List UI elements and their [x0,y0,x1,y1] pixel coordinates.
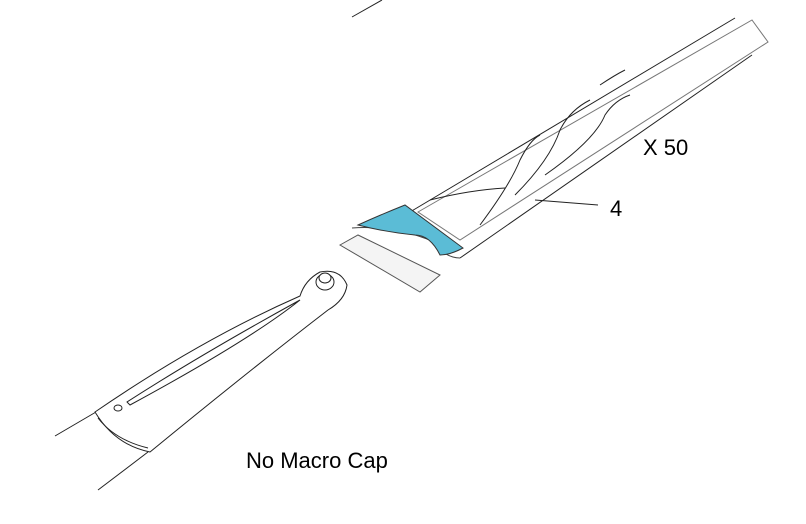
handpiece-hole [113,404,123,412]
sleeve-bottom-edge [459,54,753,259]
guide-line [97,451,149,491]
wrinkle [479,134,541,226]
blue-peel-tab [356,204,464,256]
handpiece [54,270,348,491]
caption-label: No Macro Cap [246,448,388,473]
part-number-label: 4 [610,196,623,221]
sleeve-top-edge [404,17,736,216]
sleeve [338,17,769,293]
wrinkle [429,187,506,201]
handpiece-band [97,417,149,449]
leader-line [534,199,599,206]
sleeve-inner-strip [417,19,769,241]
quantity-label: X 50 [643,135,689,160]
handpiece-groove [126,299,301,406]
peel-paper [338,234,441,293]
wrinkle [599,69,626,86]
guide-line [54,411,97,437]
guide-line-top [351,0,383,18]
handpiece-button-top [318,272,332,284]
handpiece-body [94,270,348,453]
wrinkle [514,99,591,196]
wrinkle [544,94,631,176]
